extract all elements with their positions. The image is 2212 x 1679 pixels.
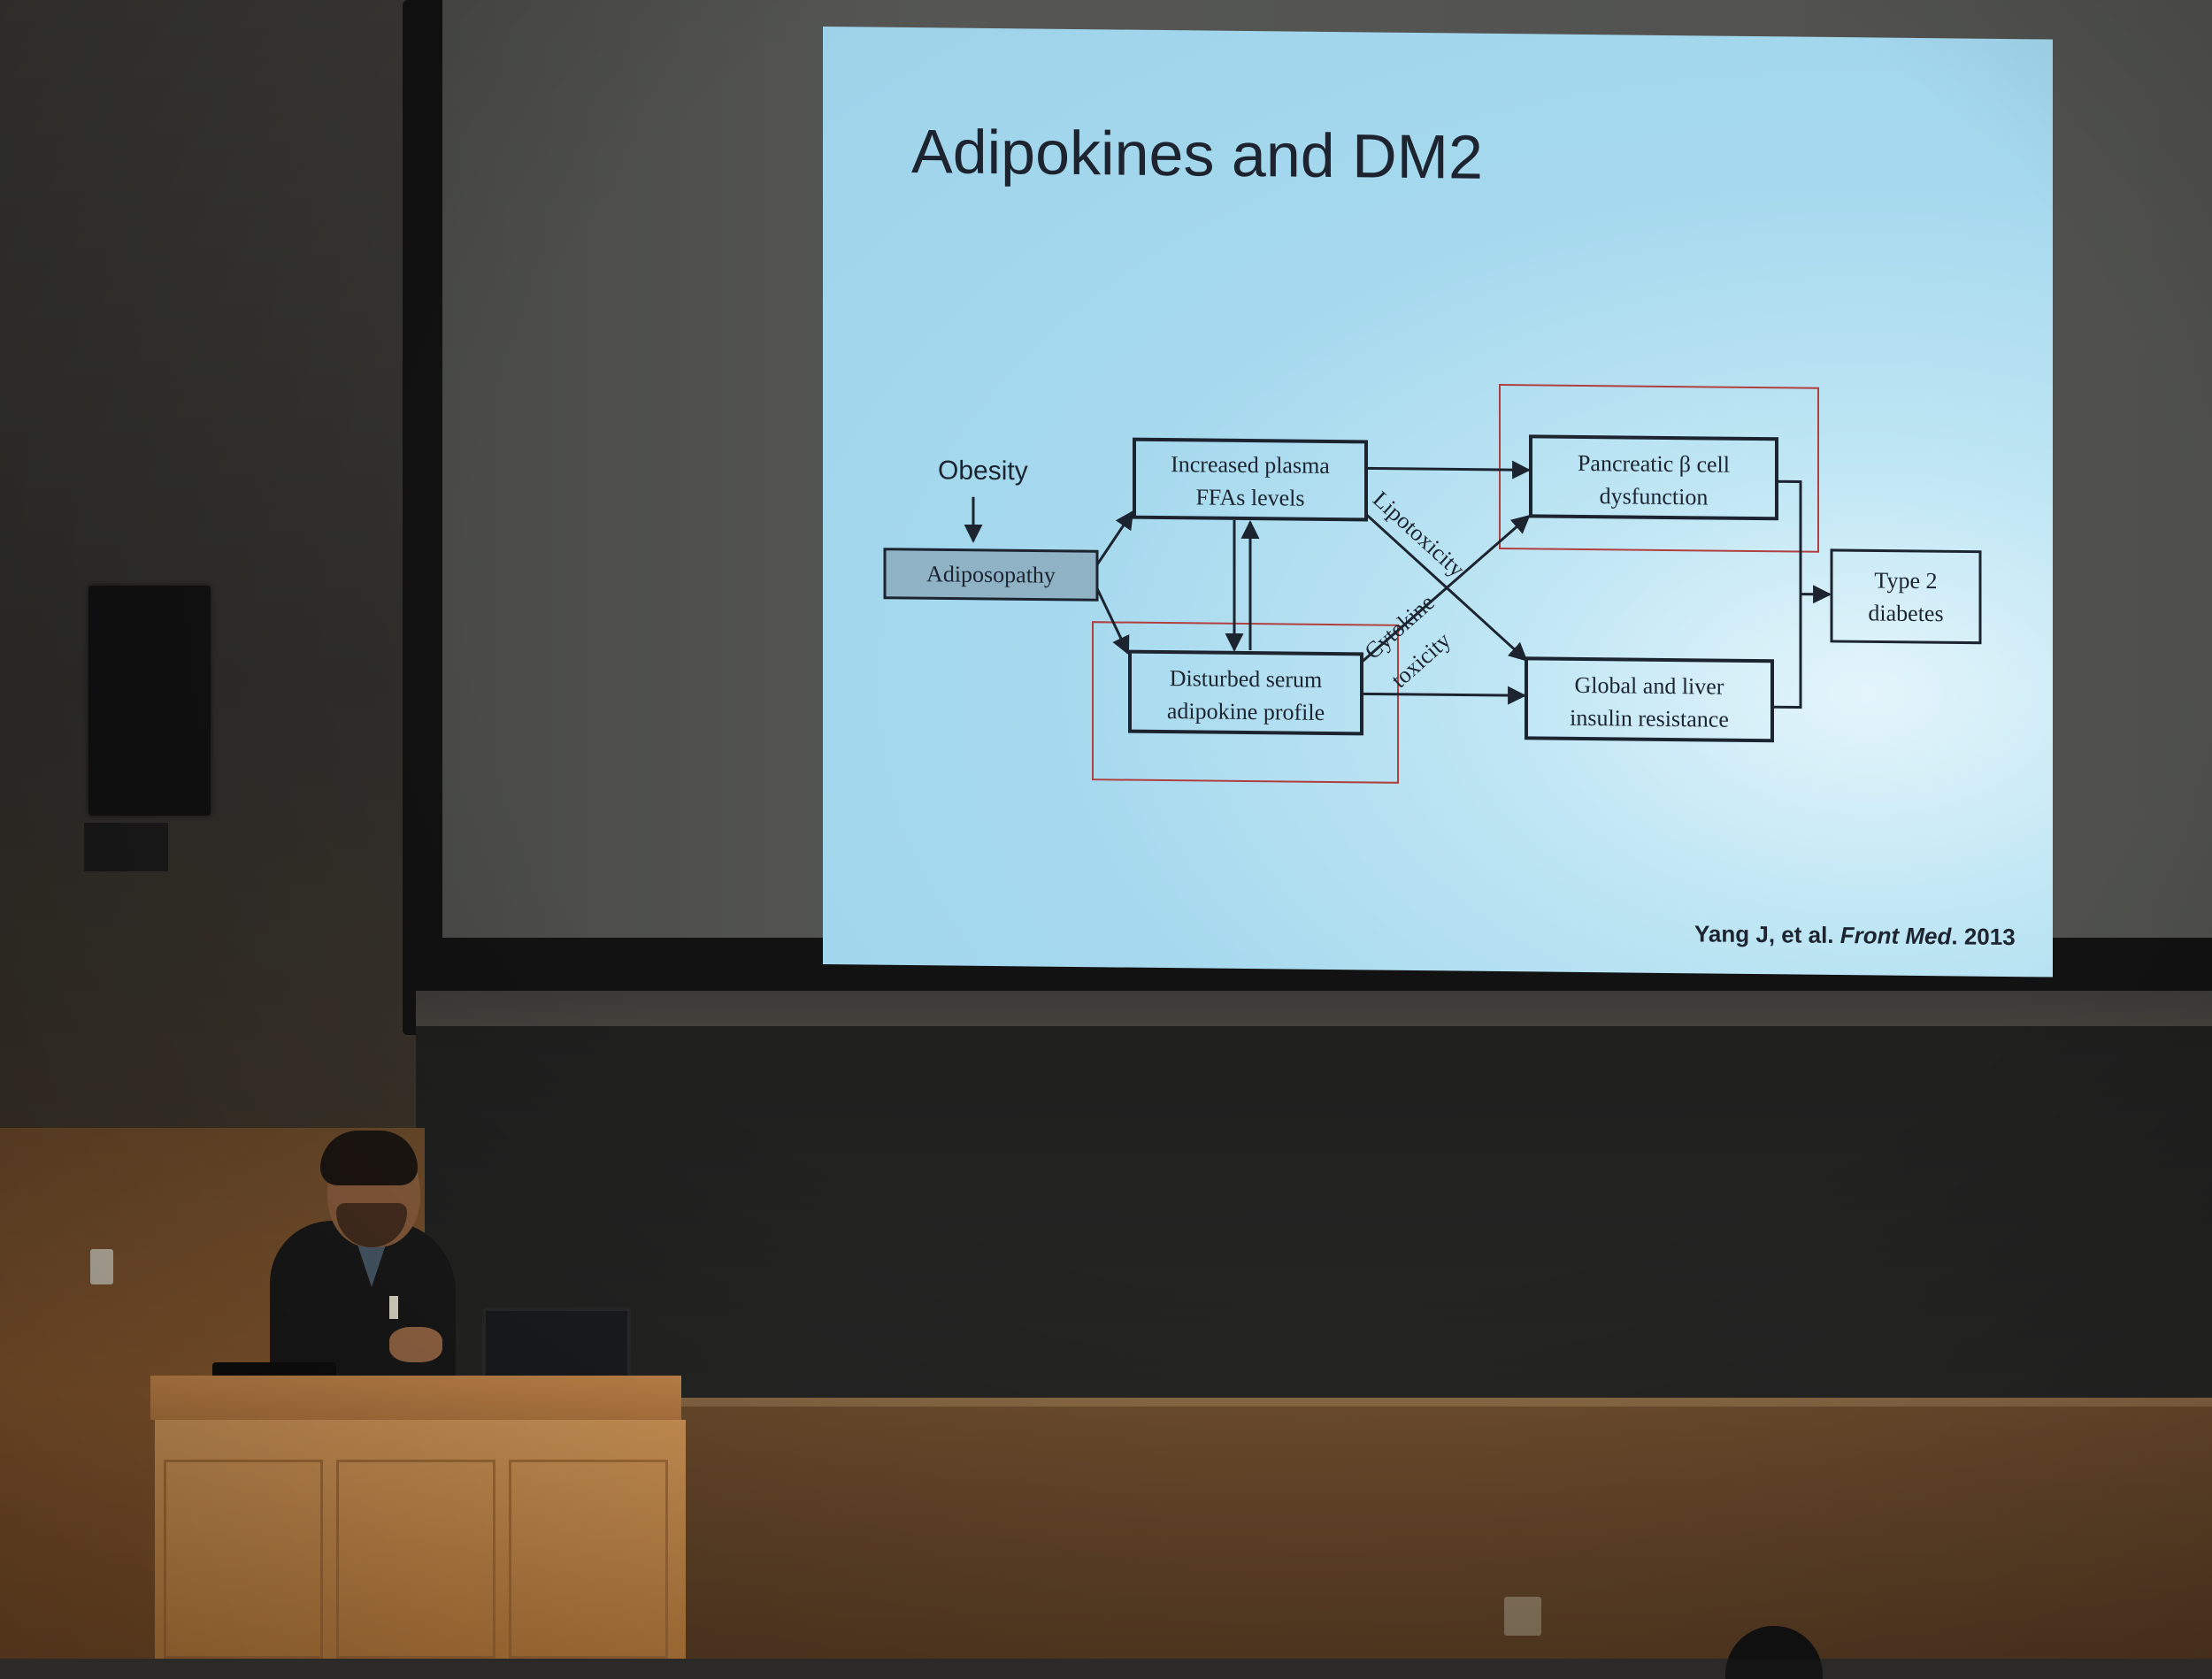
connector-beta-to-t2d (1777, 481, 1801, 594)
type2-diabetes-label-line1: Type 2 (1874, 567, 1937, 594)
lipotoxicity-label: Lipotoxicity (1368, 487, 1470, 582)
type2-diabetes-box (1832, 550, 1980, 643)
obesity-label: Obesity (938, 456, 1028, 486)
left-wall (0, 0, 416, 1132)
insulin-resistance-label-line1: Global and liver (1575, 672, 1724, 700)
podium-panel (509, 1460, 668, 1659)
podium-panel (164, 1460, 323, 1659)
beta-cell-label-line2: dysfunction (1600, 483, 1709, 510)
wall-outlet (1504, 1597, 1541, 1636)
arrow-adiposopathy-to-ffa (1097, 511, 1133, 564)
adiposopathy-label: Adiposopathy (926, 561, 1056, 588)
chalkboard (416, 1026, 2212, 1415)
ffa-label-line1: Increased plasma (1171, 451, 1330, 479)
presenter-hair (320, 1131, 418, 1185)
citation-year: . 2013 (1951, 923, 2015, 950)
connector-insulin-to-t2d (1772, 594, 1801, 707)
podium-panel (336, 1460, 495, 1659)
wall-switch (90, 1249, 113, 1284)
presenter-badge (389, 1296, 398, 1319)
arrow-adipokine-to-insulin (1362, 694, 1525, 695)
type2-diabetes-label-line2: diabetes (1868, 600, 1943, 626)
speaker-mount (84, 823, 168, 871)
insulin-resistance-label-line2: insulin resistance (1570, 705, 1729, 732)
adipokine-label-line2: adipokine profile (1167, 698, 1325, 725)
citation-authors: Yang J, et al. (1694, 920, 1840, 948)
arrow-adiposopathy-to-adipokine (1097, 588, 1128, 653)
ffa-label-line2: FFAs levels (1195, 484, 1304, 510)
beta-cell-label-line1: Pancreatic β cell (1578, 450, 1730, 478)
pathway-diagram: Obesity Adiposopathy Increased plasma FF… (823, 27, 2053, 924)
wall-speaker (88, 586, 211, 816)
projected-slide: Adipokines and DM2 Obesity Adiposopathy … (823, 27, 2053, 978)
citation-journal: Front Med (1840, 922, 1952, 949)
arrow-ffa-to-beta (1366, 468, 1529, 470)
presenter-hand (389, 1327, 442, 1362)
adipokine-label-line1: Disturbed serum (1170, 665, 1323, 693)
podium-top (150, 1376, 681, 1420)
slide-citation: Yang J, et al. Front Med. 2013 (1694, 920, 2016, 951)
